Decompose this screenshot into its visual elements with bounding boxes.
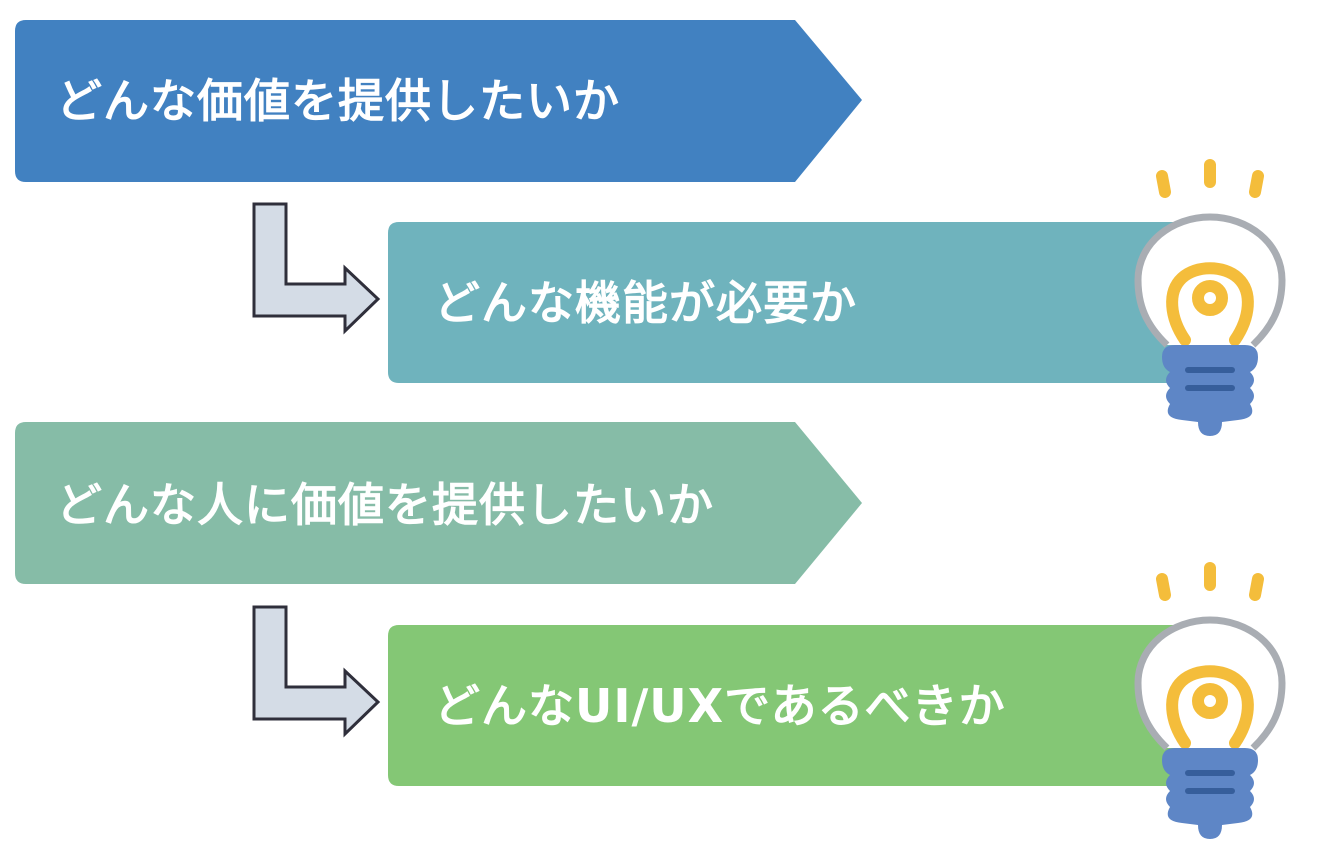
- bulb-rays: [1156, 562, 1264, 601]
- bulb-filament: [1166, 262, 1254, 346]
- step-3-label: どんな人に価値を提供したいか: [56, 478, 714, 532]
- step-4-label: どんなUI/UXであるべきか: [434, 679, 1006, 733]
- bulb-rays: [1156, 159, 1264, 198]
- bulb-filament: [1166, 665, 1254, 749]
- bulb-base-lines: [1185, 367, 1235, 391]
- step-2-label: どんな機能が必要か: [434, 276, 857, 330]
- step-1-label: どんな価値を提供したいか: [56, 74, 620, 128]
- bulb-base-lines: [1185, 770, 1235, 794]
